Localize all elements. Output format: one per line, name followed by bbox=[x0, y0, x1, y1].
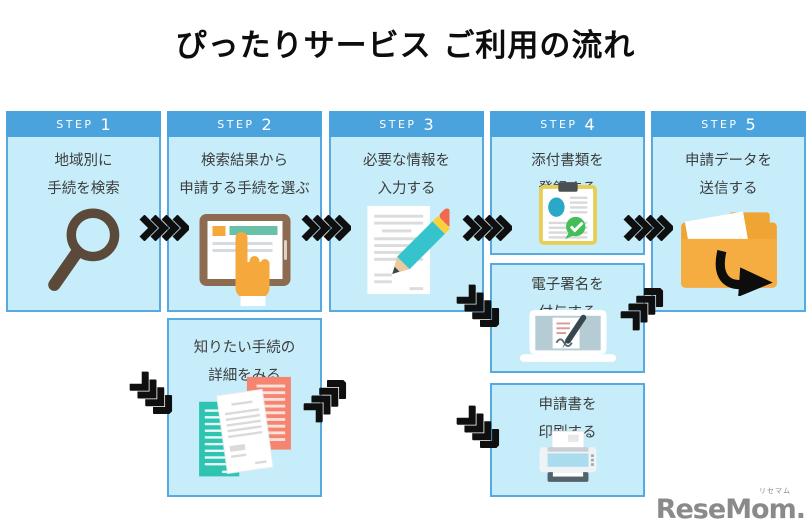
e-signature-line1: 電子署名を bbox=[531, 277, 604, 293]
step-2-header: STEP 2 bbox=[167, 111, 322, 137]
step-1-line1: 地域別に bbox=[54, 153, 113, 169]
step-5-box: STEP 5 申請データを 送信する bbox=[651, 111, 806, 312]
arrow-step3-esign-icon bbox=[453, 281, 507, 335]
step-5-line2: 送信する bbox=[699, 181, 758, 197]
arrow-esign-step5-icon bbox=[617, 280, 671, 334]
step-3-line2: 入力する bbox=[377, 181, 436, 197]
step-4-box: STEP 4 添付書類を 登録する bbox=[490, 111, 645, 255]
step-label: STEP bbox=[540, 117, 578, 131]
step-number: 1 bbox=[100, 114, 111, 134]
document-pencil-icon bbox=[364, 203, 458, 300]
step-label: STEP bbox=[56, 117, 94, 131]
detail-view-box: 知りたい手続の 詳細をみる bbox=[167, 318, 322, 497]
printer-icon bbox=[536, 429, 600, 489]
resemom-logo: リセマム ReseMom. bbox=[655, 487, 806, 525]
step-2-box: STEP 2 検索結果から 申請する手続を選ぶ bbox=[167, 111, 322, 312]
arrow-step1-detail-icon bbox=[126, 368, 180, 422]
step-4-header: STEP 4 bbox=[490, 111, 645, 137]
step-1-line2: 手続を検索 bbox=[47, 181, 120, 197]
step-2-text: 検索結果から 申請する手続を選ぶ bbox=[169, 137, 320, 203]
step-5-header: STEP 5 bbox=[651, 111, 806, 137]
step-label: STEP bbox=[217, 117, 255, 131]
arrow-to-print-icon bbox=[453, 402, 507, 456]
step-4-line1: 添付書類を bbox=[531, 153, 604, 169]
step-3-text: 必要な情報を 入力する bbox=[331, 137, 482, 203]
magnifier-icon bbox=[44, 203, 124, 300]
step-1-header: STEP 1 bbox=[6, 111, 161, 137]
step-label: STEP bbox=[701, 117, 739, 131]
step-number: 3 bbox=[423, 114, 434, 134]
step-1-text: 地域別に 手続を検索 bbox=[8, 137, 159, 203]
arrow-step2-step3-icon bbox=[301, 214, 353, 242]
step-2-line1: 検索結果から bbox=[201, 153, 288, 169]
step-2-line2: 申請する手続を選ぶ bbox=[179, 181, 310, 197]
page-title: ぴったりサービス ご利用の流れ bbox=[175, 28, 636, 64]
step-5-text: 申請データを 送信する bbox=[653, 137, 804, 203]
resemom-logo-ruby: リセマム bbox=[759, 487, 791, 495]
e-signature-box: 電子署名を 付与する bbox=[490, 263, 645, 373]
arrow-step3-step4-icon bbox=[462, 214, 514, 242]
resemom-logo-text: ReseMom. bbox=[655, 494, 806, 525]
step-3-box: STEP 3 必要な情報を 入力する bbox=[329, 111, 484, 312]
documents-stack-icon bbox=[197, 375, 293, 489]
arrow-step1-step2-icon bbox=[139, 214, 191, 242]
step-1-box: STEP 1 地域別に 手続を検索 bbox=[6, 111, 161, 312]
laptop-sign-icon bbox=[518, 308, 618, 366]
tablet-tap-icon bbox=[197, 206, 292, 310]
step-3-header: STEP 3 bbox=[329, 111, 484, 137]
print-box: 申請書を 印刷する bbox=[490, 383, 645, 497]
step-number: 5 bbox=[745, 114, 756, 134]
step-label: STEP bbox=[379, 117, 417, 131]
step-number: 2 bbox=[261, 114, 272, 134]
step-3-line1: 必要な情報を bbox=[363, 153, 450, 169]
detail-view-line1: 知りたい手続の bbox=[193, 340, 296, 356]
arrow-step4-step5-icon bbox=[623, 214, 675, 242]
arrow-detail-step3-icon bbox=[300, 372, 354, 426]
folder-send-icon bbox=[673, 202, 785, 300]
step-5-line1: 申請データを bbox=[685, 153, 772, 169]
clipboard-check-icon bbox=[538, 181, 597, 249]
step-number: 4 bbox=[584, 114, 595, 134]
print-line1: 申請書を bbox=[538, 397, 597, 413]
